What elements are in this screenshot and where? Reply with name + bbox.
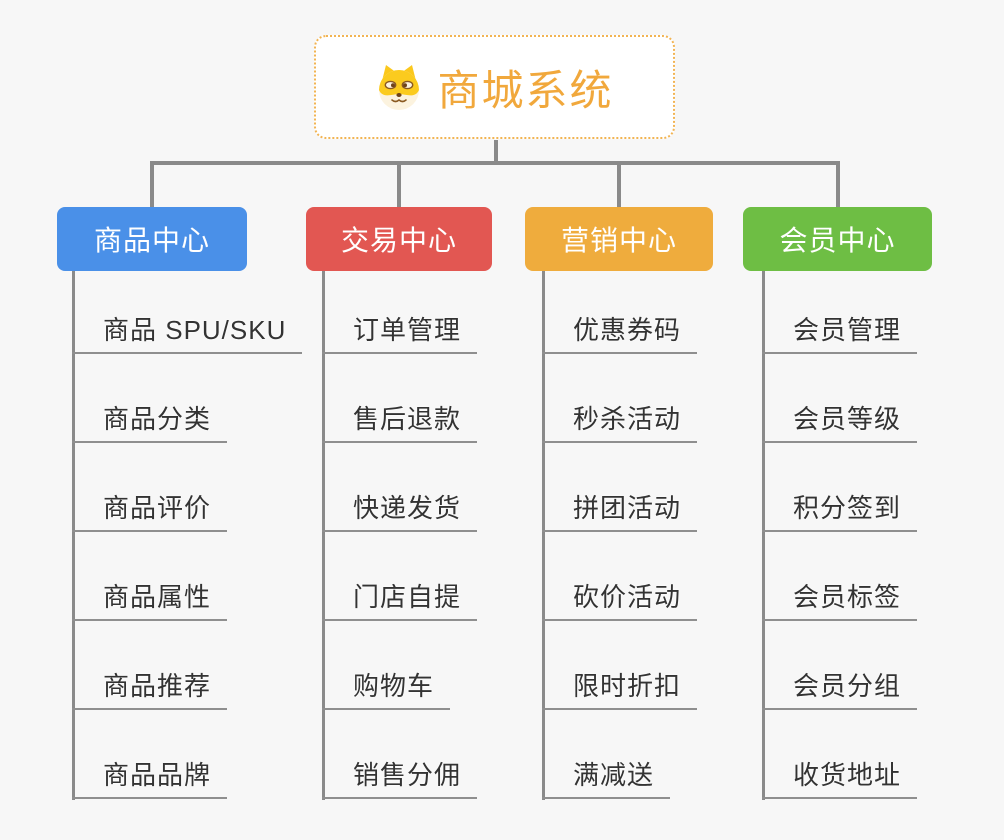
branch-children-member-center: 会员管理 会员等级 积分签到 会员标签 会员分组 收货地址 [762,265,918,799]
dog-face-icon [375,63,423,111]
child-topic[interactable]: 商品评价 [72,493,228,532]
branch-node-trade-center[interactable]: 交易中心 [306,207,492,271]
branch-vertical-line [322,271,325,800]
child-topic[interactable]: 门店自提 [322,582,478,621]
connector-bus [150,161,840,165]
connector-branch-stub [150,165,154,207]
child-topic[interactable]: 订单管理 [322,315,478,354]
connector-root-stub [494,140,498,165]
branch-node-product-center[interactable]: 商品中心 [57,207,247,271]
child-topic[interactable]: 购物车 [322,671,451,710]
branch-vertical-line [72,271,75,800]
root-node[interactable]: 商城系统 [314,35,675,139]
child-topic[interactable]: 商品推荐 [72,671,228,710]
branch-node-marketing-center[interactable]: 营销中心 [525,207,713,271]
child-topic[interactable]: 限时折扣 [542,671,698,710]
child-topic[interactable]: 售后退款 [322,404,478,443]
child-topic[interactable]: 满减送 [542,760,671,799]
child-topic[interactable]: 优惠券码 [542,315,698,354]
branch-children-product-center: 商品 SPU/SKU 商品分类 商品评价 商品属性 商品推荐 商品品牌 [72,265,303,799]
child-topic[interactable]: 快递发货 [322,493,478,532]
child-topic[interactable]: 商品属性 [72,582,228,621]
child-topic[interactable]: 砍价活动 [542,582,698,621]
connector-branch-stub [836,165,840,207]
root-title: 商城系统 [437,66,614,114]
child-topic[interactable]: 会员管理 [762,315,918,354]
branch-children-marketing-center: 优惠券码 秒杀活动 拼团活动 砍价活动 限时折扣 满减送 [542,265,698,799]
branch-children-trade-center: 订单管理 售后退款 快递发货 门店自提 购物车 销售分佣 [322,265,478,799]
child-topic[interactable]: 商品品牌 [72,760,228,799]
child-topic[interactable]: 商品分类 [72,404,228,443]
connector-branch-stub [617,165,621,207]
child-topic[interactable]: 拼团活动 [542,493,698,532]
child-topic[interactable]: 商品 SPU/SKU [72,315,303,354]
child-topic[interactable]: 会员标签 [762,582,918,621]
branch-node-member-center[interactable]: 会员中心 [743,207,932,271]
child-topic[interactable]: 秒杀活动 [542,404,698,443]
child-topic[interactable]: 会员等级 [762,404,918,443]
child-topic[interactable]: 销售分佣 [322,760,478,799]
branch-vertical-line [542,271,545,800]
child-topic[interactable]: 收货地址 [762,760,918,799]
connector-branch-stub [397,165,401,207]
branch-vertical-line [762,271,765,800]
child-topic[interactable]: 会员分组 [762,671,918,710]
child-topic[interactable]: 积分签到 [762,493,918,532]
